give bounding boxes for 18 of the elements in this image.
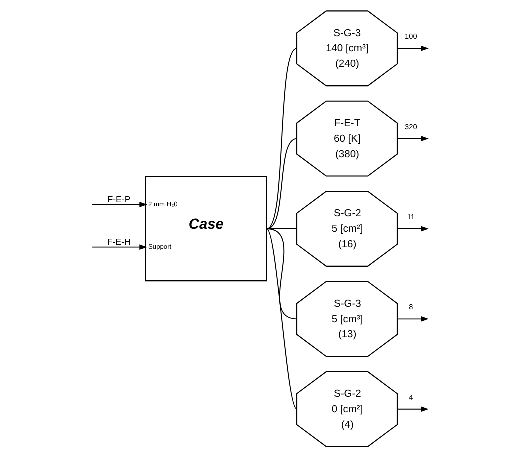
- edge-label: F-E-P: [108, 194, 131, 204]
- connector: [266, 48, 298, 230]
- edge-label: 11: [407, 212, 415, 222]
- arrow: [397, 316, 429, 322]
- edge-label: F-E-H: [108, 236, 131, 247]
- edge-label: 100: [405, 32, 418, 42]
- arrow: [92, 244, 148, 250]
- edge-label: 320: [405, 122, 418, 132]
- edge-label: 4: [409, 392, 414, 402]
- connector: [266, 228, 298, 410]
- arrow: [397, 406, 429, 412]
- arrow: [397, 46, 429, 52]
- arrow: [92, 202, 148, 208]
- arrow: [397, 136, 429, 142]
- arrow: [397, 226, 429, 232]
- edge-label: 8: [409, 302, 414, 312]
- connector: [266, 138, 298, 230]
- connector: [266, 228, 298, 320]
